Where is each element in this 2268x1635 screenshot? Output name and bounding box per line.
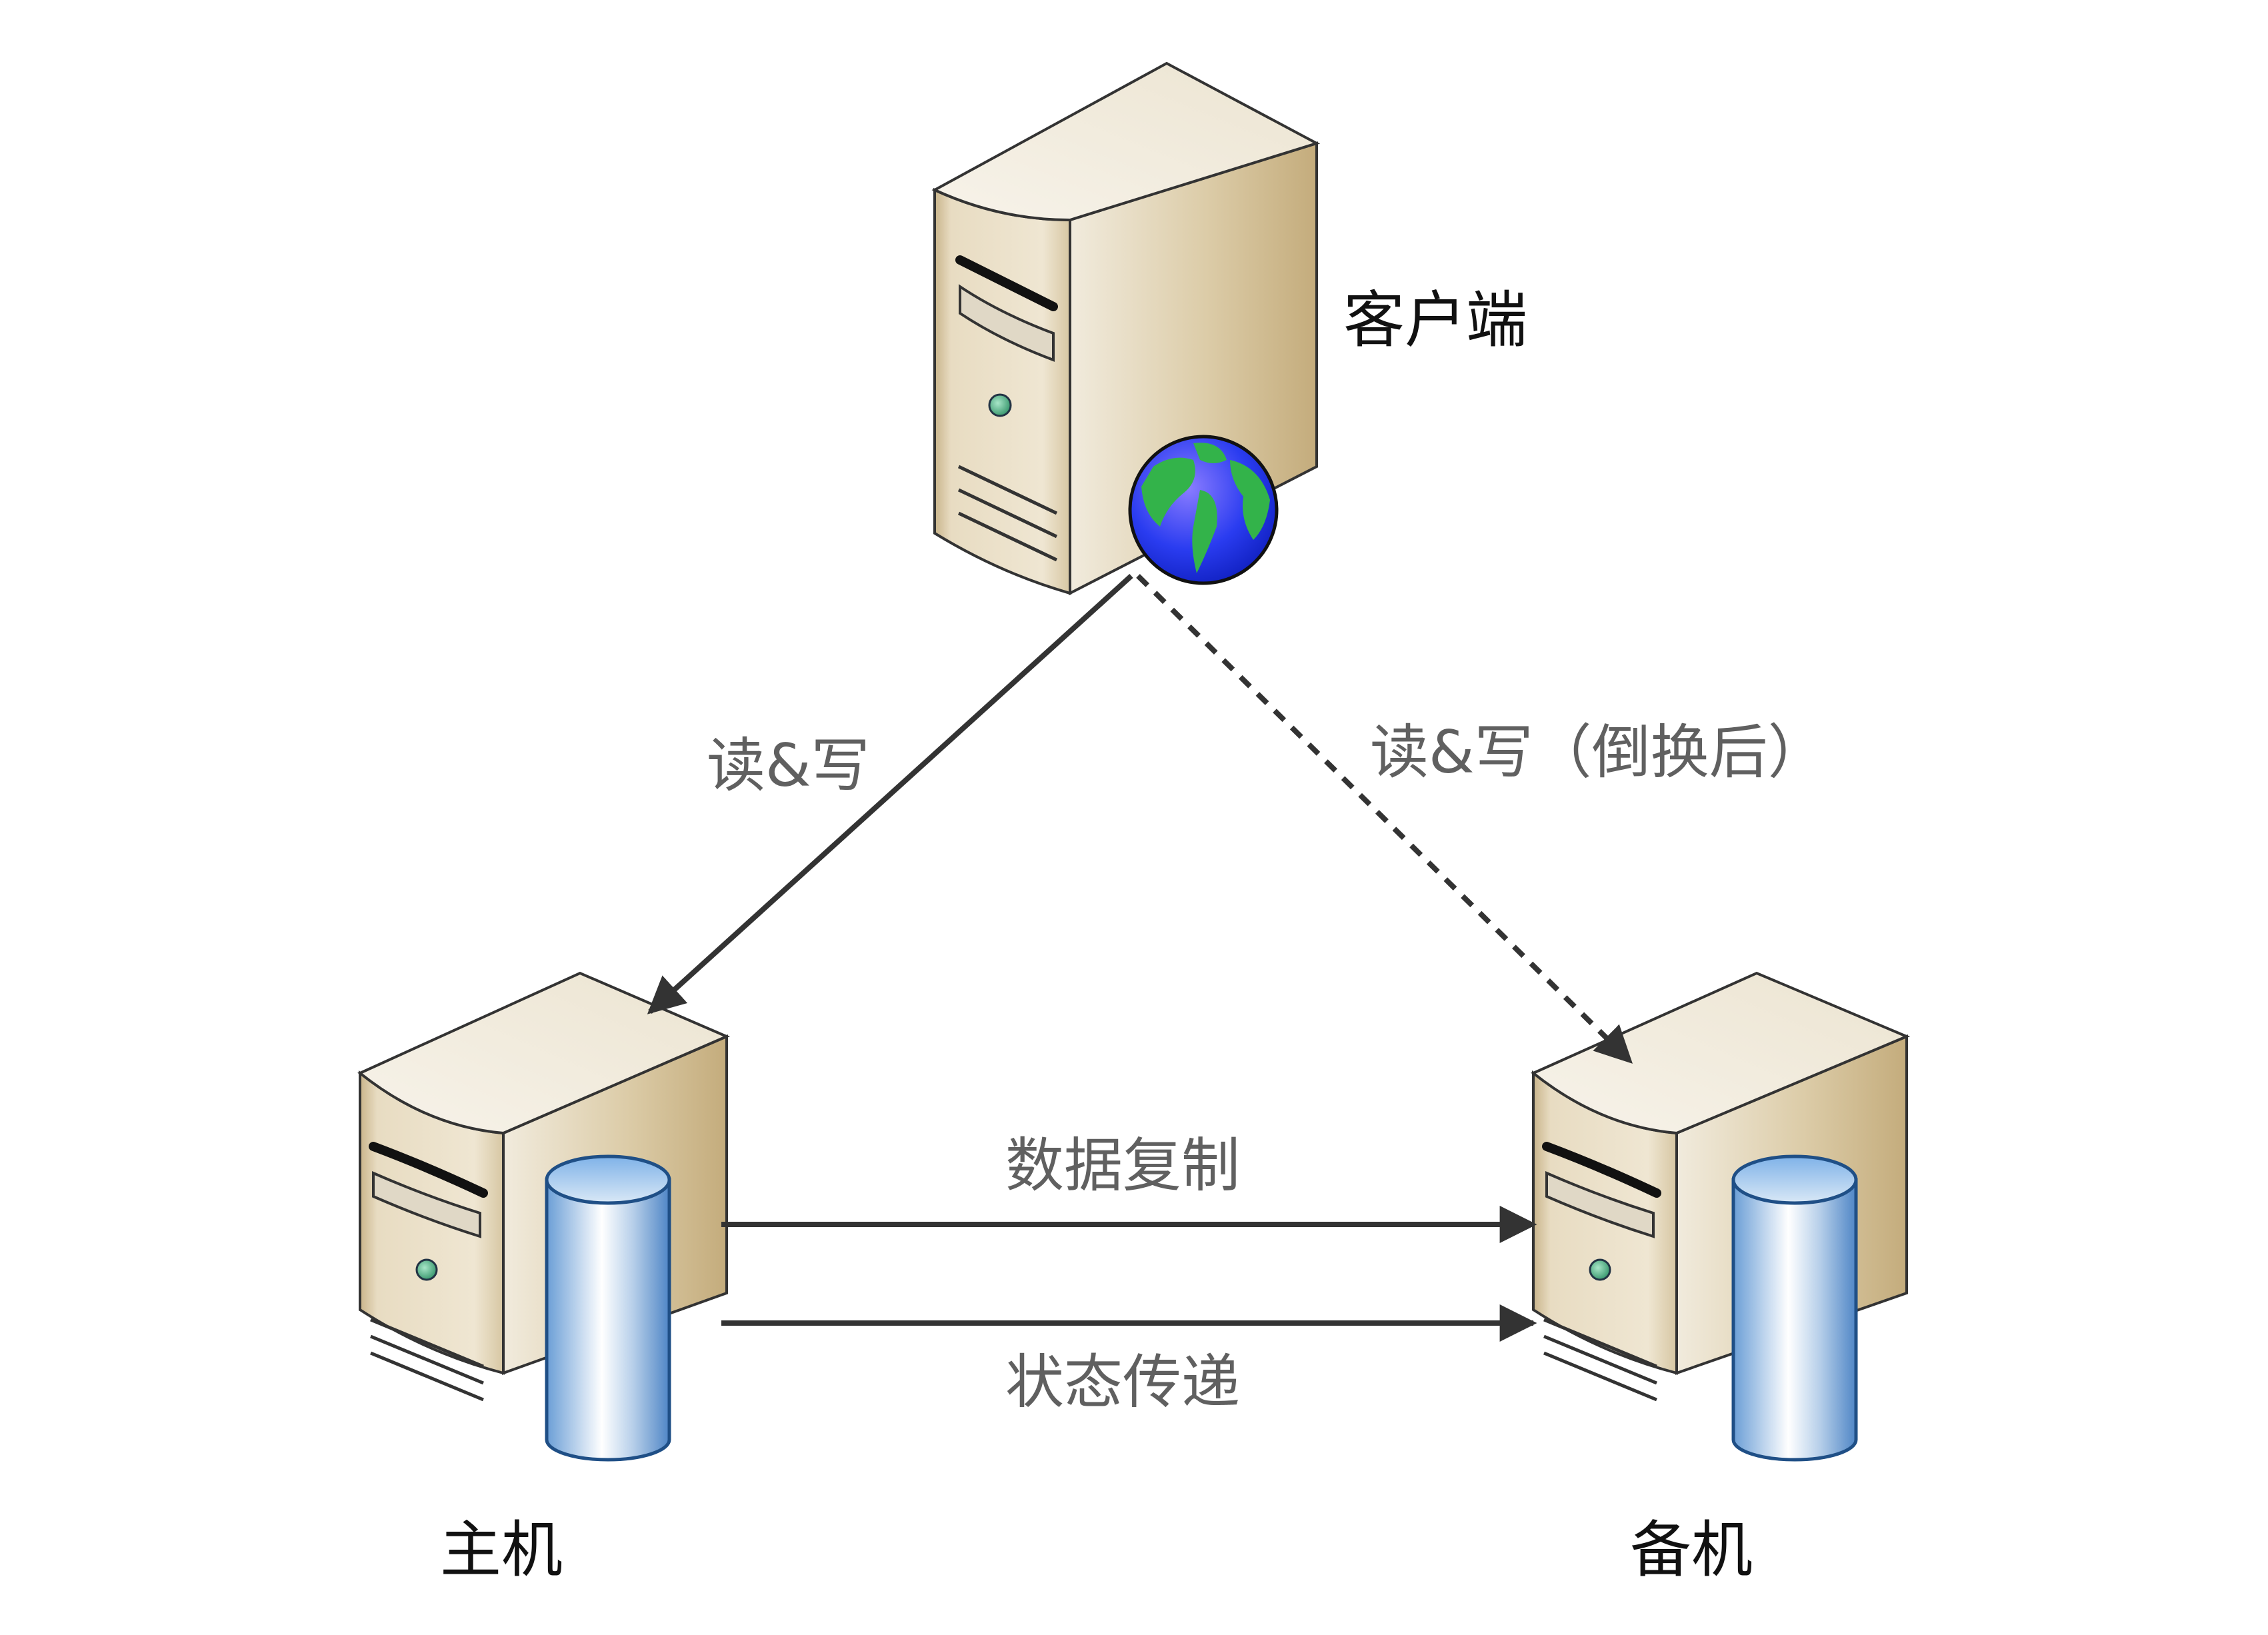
backup-server-icon[interactable] <box>1531 971 1911 1462</box>
client-label: 客户端 <box>1343 285 1528 356</box>
database-icon <box>545 1154 671 1462</box>
client-server-icon[interactable] <box>931 61 1321 596</box>
vent-lines <box>1543 1318 1657 1402</box>
backup-label: 备机 <box>1630 1514 1753 1586</box>
drive-slot <box>1545 1170 1655 1238</box>
edge-label-read-write: 读&写 <box>707 731 870 800</box>
edge-label-read-write-after-failover: 读&写（倒换后） <box>1370 718 1827 787</box>
power-led <box>1589 1258 1611 1281</box>
globe-icon <box>1128 435 1279 585</box>
edge-client-to-primary <box>647 574 1133 1014</box>
vent-lines <box>957 465 1058 562</box>
primary-label: 主机 <box>440 1514 563 1586</box>
drive-bay <box>369 1142 488 1198</box>
power-led <box>415 1258 438 1281</box>
primary-server-icon[interactable] <box>357 971 731 1462</box>
vent-lines <box>370 1318 484 1402</box>
edge-label-state-transfer: 状态传递 <box>1005 1348 1241 1416</box>
drive-slot <box>959 284 1055 362</box>
drive-slot <box>372 1170 481 1238</box>
power-led <box>988 393 1012 417</box>
server-top-face <box>1531 971 1911 1135</box>
edge-label-replication: 数据复制 <box>1005 1131 1241 1200</box>
server-top-face <box>931 61 1321 222</box>
server-top-face <box>357 971 731 1135</box>
database-icon <box>1731 1154 1858 1462</box>
drive-bay <box>1542 1142 1661 1198</box>
edge-client-to-backup <box>1136 574 1633 1064</box>
drive-bay <box>955 255 1058 311</box>
